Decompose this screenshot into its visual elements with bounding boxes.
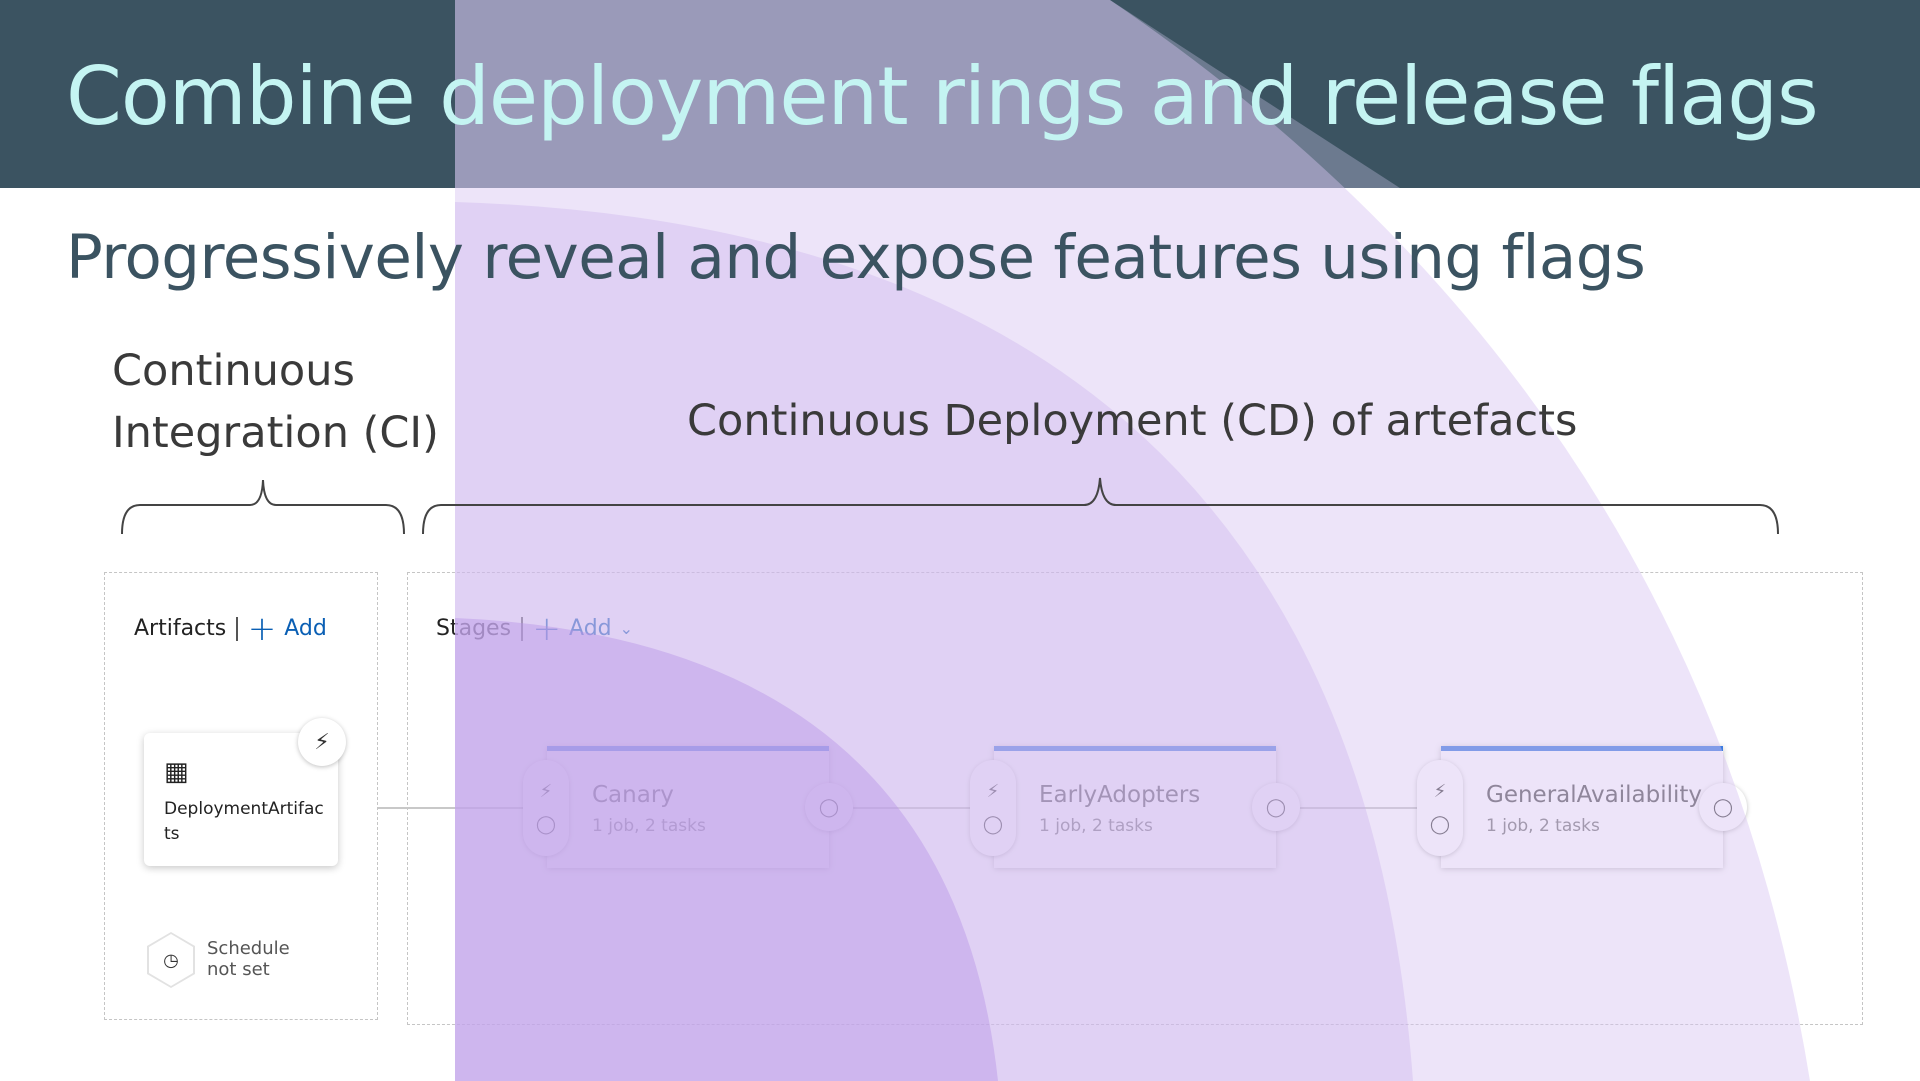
plus-icon: + [532,608,562,649]
stage-meta: 1 job, 2 tasks [1486,816,1600,836]
add-artifact-label: Add [284,616,327,641]
cd-brace [422,477,1779,535]
build-artifact-icon: ▦ [164,757,189,787]
connector-line [378,807,548,809]
user-icon: ◯ [982,814,1004,835]
header-bar [0,0,1920,188]
post-deployment-user-icon[interactable]: ◯ [1699,783,1747,831]
stage-name: EarlyAdopters [1039,782,1201,808]
add-stage-button[interactable]: + Add ⌄ [532,608,634,649]
ci-label: Continuous Integration (CI) [112,340,452,464]
pre-deployment-conditions[interactable]: ⚡ ◯ [970,760,1016,856]
user-icon: ◯ [1429,814,1451,835]
stage-card-general-availability[interactable]: GeneralAvailability 1 job, 2 tasks [1441,746,1723,868]
chevron-down-icon: ⌄ [619,619,634,638]
ci-label-line1: Continuous [112,346,355,396]
add-artifact-button[interactable]: + Add [247,608,327,649]
stage-accent-bar [994,746,1276,751]
stage-card-canary[interactable]: Canary 1 job, 2 tasks [547,746,829,868]
schedule-line1: Schedule [207,938,290,959]
divider [236,616,238,641]
schedule-button[interactable]: ◷ [147,932,195,988]
add-stage-label: Add [569,616,612,641]
artifact-name: DeploymentArtifacts [164,799,324,844]
ci-label-line2: Integration (CI) [112,408,439,458]
plus-icon: + [247,608,277,649]
stage-meta: 1 job, 2 tasks [592,816,706,836]
stage-card-early-adopters[interactable]: EarlyAdopters 1 job, 2 tasks [994,746,1276,868]
slide-title: Combine deployment rings and release fla… [66,50,1819,143]
trigger-icon: ⚡ [1433,781,1447,802]
stages-header: Stages + Add ⌄ [436,608,634,649]
artifacts-panel [104,572,378,1020]
cd-label: Continuous Deployment (CD) of artefacts [687,396,1578,446]
post-deployment-user-icon[interactable]: ◯ [805,783,853,831]
trigger-icon: ⚡ [539,781,553,802]
stage-accent-bar [547,746,829,751]
trigger-icon: ⚡ [986,781,1000,802]
stages-panel [407,572,1863,1025]
schedule-line2: not set [207,959,270,980]
stage-accent-bar [1441,746,1723,751]
artifacts-heading: Artifacts [134,616,227,641]
schedule-text: Schedule not set [207,938,317,980]
user-icon: ◯ [535,814,557,835]
slide-subtitle: Progressively reveal and expose features… [66,222,1646,293]
stage-name: GeneralAvailability [1486,782,1703,808]
artifacts-header: Artifacts + Add [134,608,327,649]
clock-icon: ◷ [149,934,193,986]
stage-name: Canary [592,782,674,808]
connector-line [853,807,973,809]
stage-meta: 1 job, 2 tasks [1039,816,1153,836]
pre-deployment-conditions[interactable]: ⚡ ◯ [523,760,569,856]
continuous-deployment-trigger-icon[interactable]: ⚡ [298,718,346,766]
stages-heading: Stages [436,616,512,641]
post-deployment-user-icon[interactable]: ◯ [1252,783,1300,831]
pre-deployment-conditions[interactable]: ⚡ ◯ [1417,760,1463,856]
divider [521,616,523,641]
ci-brace [121,479,405,535]
connector-line [1300,807,1420,809]
